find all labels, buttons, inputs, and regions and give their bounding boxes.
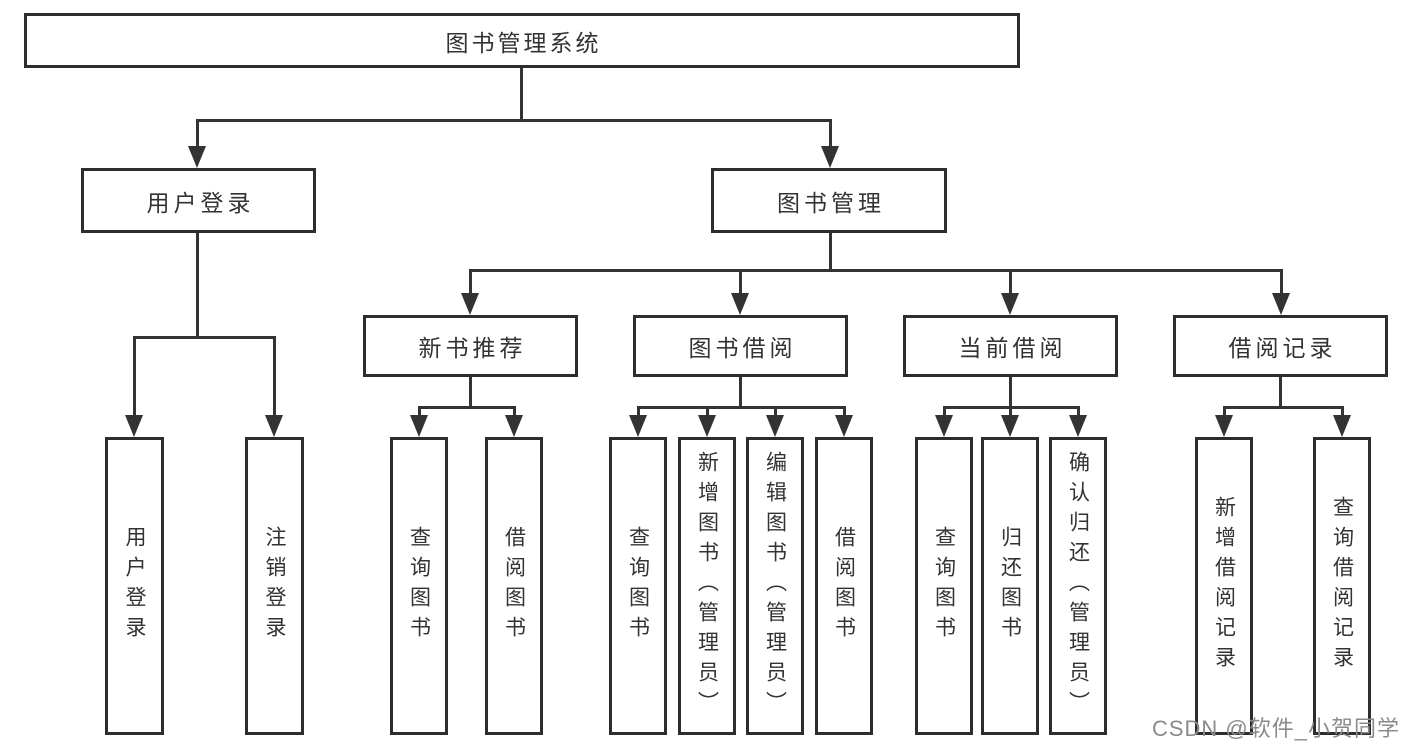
leaf-records-query-record: 查询借阅记录 [1313, 437, 1371, 735]
arrow-down-icon [461, 293, 479, 315]
leaf-current-return-books: 归还图书 [981, 437, 1039, 735]
leaf-records-add-record: 新增借阅记录 [1195, 437, 1253, 735]
connector-line [774, 406, 777, 418]
leaf-current-confirm-return-admin: 确认归还（管理员） [1049, 437, 1107, 735]
connector-line [943, 406, 946, 418]
connector-line [1280, 269, 1283, 295]
leaf-user-login: 用户登录 [105, 437, 164, 735]
arrow-down-icon [505, 415, 523, 437]
connector-line [843, 406, 846, 418]
connector-line [1341, 406, 1344, 418]
leaf-borrow-borrow-books: 借阅图书 [815, 437, 873, 735]
leaf-logout: 注销登录 [245, 437, 304, 735]
connector-line [196, 119, 832, 122]
connector-line [196, 233, 199, 339]
arrow-down-icon [1069, 415, 1087, 437]
connector-line [637, 406, 640, 418]
leaf-current-query-books: 查询图书 [915, 437, 973, 735]
connector-line [706, 406, 709, 418]
connector-line [739, 269, 742, 295]
connector-line [418, 406, 515, 409]
connector-line [273, 336, 276, 417]
arrow-down-icon [731, 293, 749, 315]
connector-line [637, 406, 845, 409]
arrow-down-icon [835, 415, 853, 437]
arrow-down-icon [1215, 415, 1233, 437]
connector-line [1077, 406, 1080, 418]
node-book-borrow: 图书借阅 [633, 315, 848, 377]
arrow-down-icon [1272, 293, 1290, 315]
arrow-down-icon [188, 146, 206, 168]
node-user-login: 用户登录 [81, 168, 316, 233]
node-borrow-records: 借阅记录 [1173, 315, 1388, 377]
connector-line [520, 68, 523, 120]
connector-line [829, 233, 832, 272]
leaf-borrow-edit-books-admin: 编辑图书（管理员） [746, 437, 804, 735]
leaf-borrow-add-books-admin: 新增图书（管理员） [678, 437, 736, 735]
connector-line [133, 336, 136, 417]
connector-line [739, 377, 742, 409]
arrow-down-icon [1333, 415, 1351, 437]
arrow-down-icon [629, 415, 647, 437]
csdn-watermark: CSDN @软件_小贺同学 [1151, 716, 1400, 741]
node-current-borrow: 当前借阅 [903, 315, 1118, 377]
connector-line [469, 269, 1283, 272]
connector-line [133, 336, 276, 339]
arrow-down-icon [410, 415, 428, 437]
arrow-down-icon [935, 415, 953, 437]
connector-line [1279, 377, 1282, 409]
connector-line [196, 119, 199, 148]
connector-line [469, 377, 472, 409]
connector-line [1009, 377, 1012, 409]
leaf-recommend-borrow-books: 借阅图书 [485, 437, 543, 735]
connector-line [1009, 269, 1012, 295]
connector-line [1223, 406, 1343, 409]
connector-line [469, 269, 472, 295]
arrow-down-icon [265, 415, 283, 437]
arrow-down-icon [698, 415, 716, 437]
connector-line [1009, 406, 1012, 418]
arrow-down-icon [1001, 415, 1019, 437]
leaf-borrow-query-books: 查询图书 [609, 437, 667, 735]
connector-line [418, 406, 421, 418]
node-root: 图书管理系统 [24, 13, 1020, 68]
node-new-book-recommend: 新书推荐 [363, 315, 578, 377]
connector-line [1223, 406, 1226, 418]
node-book-management: 图书管理 [711, 168, 947, 233]
arrow-down-icon [125, 415, 143, 437]
leaf-recommend-query-books: 查询图书 [390, 437, 448, 735]
connector-line [513, 406, 516, 418]
arrow-down-icon [766, 415, 784, 437]
connector-line [829, 119, 832, 148]
arrow-down-icon [821, 146, 839, 168]
arrow-down-icon [1001, 293, 1019, 315]
